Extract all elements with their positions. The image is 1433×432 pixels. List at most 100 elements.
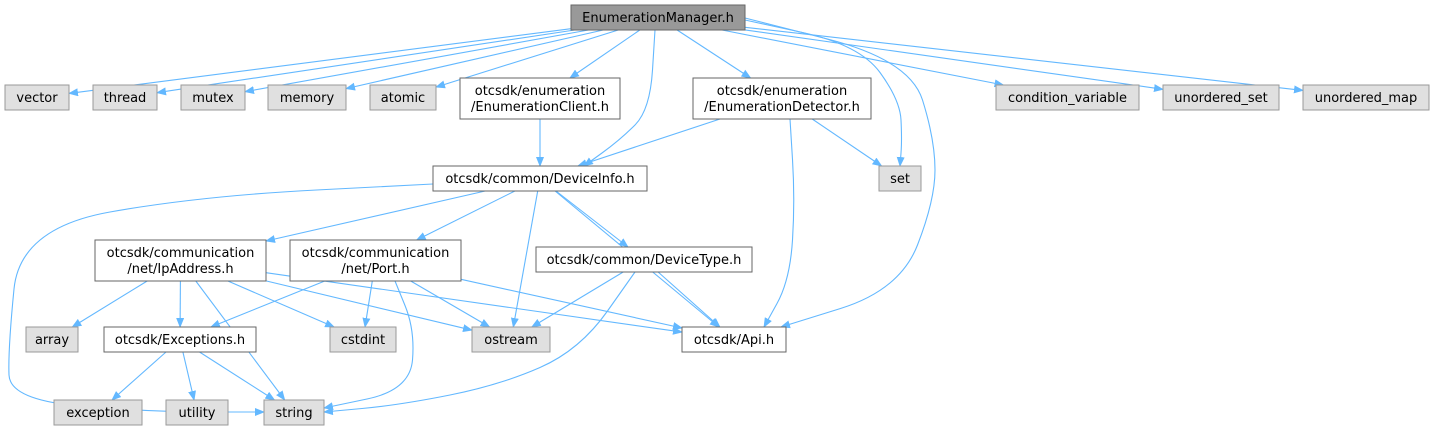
edge-port-to-cstdint [362, 280, 373, 328]
node-box-exceptions [103, 326, 257, 353]
node-box-memory [267, 84, 347, 111]
node-label-enumeration-detector-line-1: otcsdk/enumeration [717, 84, 847, 99]
node-label-unordered-map: unordered_map [1315, 91, 1418, 106]
node-unordered-set: unordered_set [1162, 84, 1280, 111]
node-condition-variable: condition_variable [995, 84, 1140, 111]
node-box-vector [4, 84, 70, 111]
edge-enumeration-manager-to-thread [156, 29, 575, 96]
node-array: array [25, 326, 79, 353]
node-label-enumeration-client-line-1: otcsdk/enumeration [475, 84, 605, 99]
node-atomic: atomic [369, 84, 437, 111]
node-box-unordered-map [1302, 84, 1430, 111]
node-memory: memory [267, 84, 347, 111]
node-cstdint: cstdint [329, 326, 397, 353]
node-enumeration-client[interactable]: otcsdk/enumeration/EnumerationClient.h [459, 77, 621, 120]
node-box-string [263, 399, 325, 426]
edge-exceptions-to-string [199, 351, 276, 401]
node-label-cstdint: cstdint [341, 333, 385, 348]
node-box-utility [165, 399, 229, 426]
node-label-exception: exception [66, 406, 130, 421]
node-box-unordered-set [1162, 84, 1280, 111]
node-port[interactable]: otcsdk/communication/net/Port.h [289, 239, 462, 282]
node-box-device-type [535, 246, 753, 273]
node-label-mutex: mutex [192, 91, 234, 106]
edge-ip-address-to-ostream [265, 280, 473, 332]
nodes-layer: EnumerationManager.h vector thread mutex mem… [4, 4, 1430, 426]
node-label-set: set [890, 172, 910, 187]
node-string: string [263, 399, 325, 426]
edge-enumeration-manager-to-memory [345, 29, 604, 91]
edge-enumeration-manager-to-enumeration-client [569, 29, 641, 79]
node-device-type[interactable]: otcsdk/common/DeviceType.h [535, 246, 753, 273]
edge-device-info-to-port [415, 190, 516, 241]
edge-device-type-to-ostream [530, 271, 624, 328]
node-box-condition-variable [995, 84, 1140, 111]
node-enumeration-detector[interactable]: otcsdk/enumeration/EnumerationDetector.h [692, 77, 872, 120]
edge-enumeration-detector-to-set [811, 118, 883, 167]
node-box-array [25, 326, 79, 353]
edge-ip-address-to-cstdint [227, 280, 336, 328]
node-exceptions[interactable]: otcsdk/Exceptions.h [103, 326, 257, 353]
node-label-vector: vector [16, 91, 58, 106]
node-label-thread: thread [104, 91, 147, 106]
node-mutex: mutex [180, 84, 246, 111]
edge-enumeration-manager-to-enumeration-detector [676, 29, 752, 79]
node-label-string: string [275, 406, 312, 421]
edge-enumeration-manager-to-condition-variable [721, 29, 1005, 88]
node-box-device-info [432, 165, 648, 192]
edge-enumeration-manager-to-unordered-set [744, 29, 1164, 92]
node-box-mutex [180, 84, 246, 111]
edge-port-to-ostream [410, 280, 491, 328]
node-label-ostream: ostream [484, 333, 538, 348]
node-box-set [878, 165, 922, 192]
node-label-device-type: otcsdk/common/DeviceType.h [547, 253, 742, 268]
edge-ip-address-to-array [71, 280, 148, 328]
edge-enumeration-detector-to-device-info [576, 118, 721, 167]
node-label-array: array [35, 333, 69, 348]
node-box-ostream [471, 326, 551, 353]
node-unordered-map: unordered_map [1302, 84, 1430, 111]
node-box-api [681, 326, 787, 353]
edge-enumeration-manager-to-mutex [244, 29, 589, 95]
node-ostream: ostream [471, 326, 551, 353]
node-label-api: otcsdk/Api.h [694, 333, 774, 348]
node-box-atomic [369, 84, 437, 111]
edge-exceptions-to-utility [182, 351, 196, 401]
node-vector: vector [4, 84, 70, 111]
node-box-enumeration-detector [692, 77, 872, 120]
node-box-ip-address [94, 239, 267, 282]
edge-device-info-to-device-type [555, 190, 629, 248]
node-label-device-info: otcsdk/common/DeviceInfo.h [445, 172, 634, 187]
node-label-enumeration-manager: EnumerationManager.h [582, 11, 734, 26]
node-label-ip-address-line-1: otcsdk/communication [107, 246, 255, 261]
node-enumeration-manager: EnumerationManager.h [570, 4, 746, 31]
node-label-utility: utility [179, 406, 216, 421]
edge-device-type-to-string [323, 271, 636, 416]
node-label-memory: memory [280, 91, 335, 106]
node-box-exception [53, 399, 143, 426]
node-label-condition-variable: condition_variable [1008, 91, 1127, 106]
edge-device-type-to-api [657, 271, 721, 328]
node-box-port [289, 239, 462, 282]
node-ip-address[interactable]: otcsdk/communication/net/IpAddress.h [94, 239, 267, 282]
edges-layer [8, 17, 1304, 416]
edge-enumeration-manager-to-api [744, 17, 936, 329]
node-label-port-line-1: otcsdk/communication [302, 246, 450, 261]
edge-device-info-to-ip-address [265, 190, 486, 243]
node-box-thread [92, 84, 158, 111]
node-exception: exception [53, 399, 143, 426]
node-thread: thread [92, 84, 158, 111]
edge-port-to-exceptions [209, 280, 326, 328]
node-label-enumeration-detector-line-2: /EnumerationDetector.h [704, 100, 860, 115]
node-label-exceptions: otcsdk/Exceptions.h [115, 333, 245, 348]
node-box-enumeration-client [459, 77, 621, 120]
node-box-cstdint [329, 326, 397, 353]
edge-enumeration-manager-to-device-info [583, 29, 656, 167]
node-set: set [878, 165, 922, 192]
node-label-unordered-set: unordered_set [1174, 91, 1267, 106]
node-api[interactable]: otcsdk/Api.h [681, 326, 787, 353]
edge-enumeration-manager-to-unordered-map [744, 26, 1304, 94]
node-label-port-line-2: /net/Port.h [341, 262, 409, 277]
node-device-info[interactable]: otcsdk/common/DeviceInfo.h [432, 165, 648, 192]
